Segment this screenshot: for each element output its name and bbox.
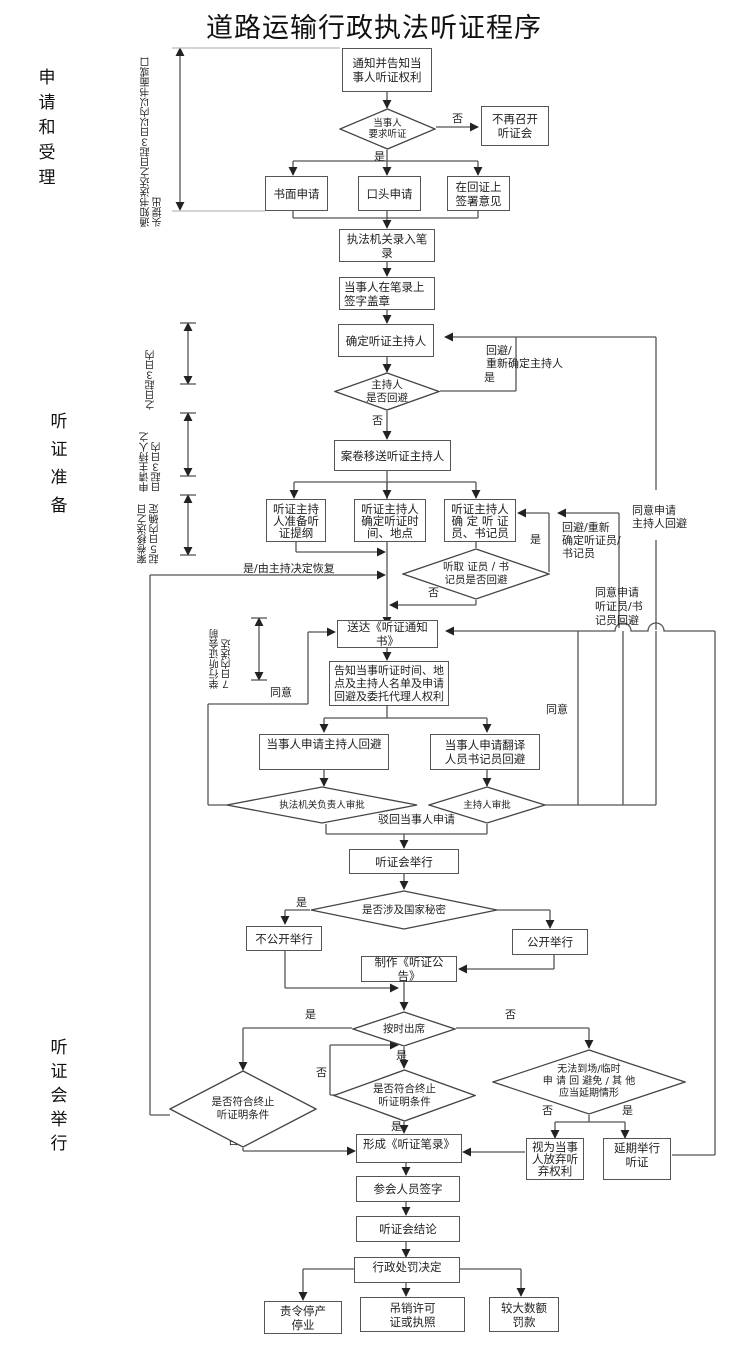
edge-label-agree-right: 同意 xyxy=(546,703,568,716)
edge-label-no-clerk: 否 xyxy=(428,586,439,599)
confirm-host-box: 确定听证主持人 xyxy=(338,324,434,357)
edge-label-yes-ontime-down: 是 xyxy=(396,1049,407,1062)
edge-label-yes-delay: 是 xyxy=(622,1104,633,1117)
terminate-decision-center: 是否符合终止 听证明条件 xyxy=(333,1069,476,1122)
decision-box: 行政处罚决定 xyxy=(354,1257,460,1283)
announce-box: 制作《听证公告》 xyxy=(361,955,457,983)
edge-label-agree-clerk: 同意申请 听证员/书 记员回避 xyxy=(595,586,643,627)
form-record-box: 形成《听证笔录》 xyxy=(356,1134,462,1163)
request-decision: 当事人 要求听证 xyxy=(339,108,436,150)
on-time-decision: 按时出席 xyxy=(352,1011,456,1047)
edge-label-yes-clerk: 是 xyxy=(530,533,541,546)
host-avoid-decision: 主持人 是否回避 xyxy=(334,372,440,411)
apply-host-avoid-box: 当事人申请主持人回避 xyxy=(259,734,389,770)
edge-label-no-ontime: 否 xyxy=(505,1008,516,1021)
written-apply-box: 书面申请 xyxy=(265,176,328,211)
edge-label-clerk-redo: 回避/重新 确定听证员/ 书记员 xyxy=(562,521,621,560)
edge-label-yes-host: 是 xyxy=(484,371,495,384)
oral-apply-box: 口头申请 xyxy=(358,176,421,211)
section-apply-label: 申 请 和 受 理 xyxy=(38,68,56,188)
edge-label-yes-ontime: 是 xyxy=(305,1008,316,1021)
private-box: 不公开举行 xyxy=(246,926,322,951)
transfer-box: 案卷移送听证主持人 xyxy=(334,440,451,471)
edge-label-host-redo: 回避/ 重新确定主持人 xyxy=(486,344,563,370)
secret-decision: 是否涉及国家秘密 xyxy=(310,890,498,930)
clerk-avoid-decision: 听取 证员 / 书 记员是否回避 xyxy=(402,548,550,600)
edge-label-no-terminate-center: 否 xyxy=(316,1066,327,1079)
section-hold-label: 听 证 会 举 行 xyxy=(50,1038,68,1154)
delay-decision: 无法到场/临时 申 请 回 避免 / 其 他 应当延期情形 xyxy=(492,1049,686,1115)
agency-approve-decision: 执法机关负责人审批 xyxy=(226,786,418,824)
edge-label-resume: 是/由主持决定恢复 xyxy=(243,562,335,575)
edge-label-agree-host: 同意申请 主持人回避 xyxy=(632,504,687,530)
notify-box: 通知并告知当 事人听证权利 xyxy=(342,48,432,92)
party-sign-box: 当事人在笔录上 签字盖章 xyxy=(339,277,435,310)
edge-label-no-delay: 否 xyxy=(542,1104,553,1117)
page-title: 道路运输行政执法听证程序 xyxy=(206,13,542,44)
postpone-box: 延期举行 听证 xyxy=(603,1138,671,1180)
record-box: 执法机关录入笔录 xyxy=(339,229,435,262)
hearing-box: 听证会举行 xyxy=(349,849,459,874)
time-place-box: 听证主持人 确定听证时 间、地点 xyxy=(354,499,426,542)
fine-box: 较大数额 罚款 xyxy=(489,1297,559,1332)
revoke-box: 吊销许可 证或执照 xyxy=(360,1297,465,1332)
apply-clerk-avoid-box: 当事人申请翻译 人员书记员回避 xyxy=(430,734,540,770)
attendee-sign-box: 参会人员签字 xyxy=(356,1176,460,1202)
edge-label-yes-secret: 是 xyxy=(296,896,307,909)
terminate-decision-left: 是否符合终止 听证明条件 xyxy=(169,1070,317,1148)
public-box: 公开举行 xyxy=(512,929,588,955)
host-approve-decision: 主持人审批 xyxy=(428,786,546,824)
edge-label-no-request: 否 xyxy=(452,112,463,125)
waive-box: 视为当事 人放弃听 弃权利 xyxy=(526,1138,584,1180)
outline-box: 听证主持 人准备听 证提纲 xyxy=(266,499,326,542)
conclusion-box: 听证会结论 xyxy=(356,1216,460,1242)
edge-label-no-host: 否 xyxy=(372,414,383,427)
edge-label-yes-request: 是 xyxy=(374,150,385,163)
edge-label-yes-terminate-center: 是 xyxy=(391,1120,402,1133)
no-hearing-box: 不再召开 听证会 xyxy=(481,106,549,146)
section-prepare-label: 听 证 准 备 xyxy=(50,412,68,516)
sign-receipt-box: 在回证上 签署意见 xyxy=(447,176,510,211)
suspend-box: 责令停产 停业 xyxy=(264,1301,342,1334)
send-notice-box: 送达《听证通知书》 xyxy=(337,620,438,648)
edge-label-reject: 驳回当事人申请 xyxy=(378,813,455,826)
inform-box: 告知当事听证时间、地 点及主持人名单及申请 回避及委托代理人权利 xyxy=(329,661,449,706)
edge-label-agree-left: 同意 xyxy=(270,686,292,699)
clerk-box: 听证主持人 确 定 听 证 员、书记员 xyxy=(444,499,516,542)
